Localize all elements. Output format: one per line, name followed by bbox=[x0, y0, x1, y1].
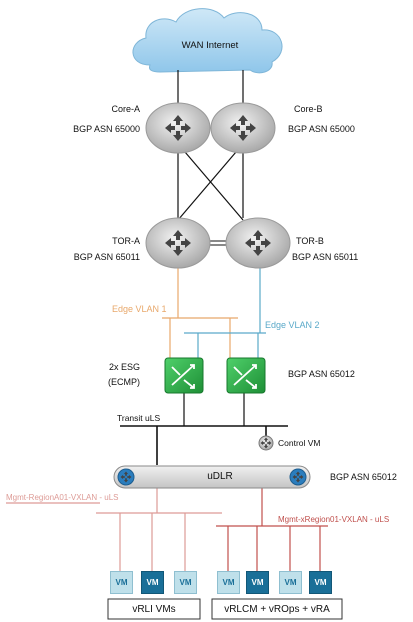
core-b-name: Core-B bbox=[294, 104, 323, 114]
tor-a-asn: BGP ASN 65011 bbox=[73, 252, 140, 262]
vm-icon: VM bbox=[279, 571, 302, 594]
tor-a-name: TOR-A bbox=[112, 236, 140, 246]
transit-uls-label: Transit uLS bbox=[117, 413, 161, 423]
esg-label-line1: 2x ESG bbox=[108, 362, 140, 372]
control-vm-icon bbox=[258, 435, 274, 451]
core-b-asn: BGP ASN 65000 bbox=[288, 124, 355, 134]
vm-icon: VM bbox=[174, 571, 197, 594]
control-vm-label: Control VM bbox=[278, 438, 321, 448]
tor-b-name: TOR-B bbox=[296, 236, 324, 246]
edge-vlan2-label: Edge VLAN 2 bbox=[265, 320, 320, 330]
vm-icon: VM bbox=[217, 571, 240, 594]
esg-asn: BGP ASN 65012 bbox=[288, 369, 355, 379]
vrli-group-box bbox=[107, 598, 201, 620]
links-wan-core bbox=[177, 70, 244, 105]
core-a-name: Core-A bbox=[111, 104, 140, 114]
router-tor-a bbox=[145, 217, 211, 269]
transit-uls-line bbox=[120, 425, 288, 465]
vrlcm-group-label: vRLCM + vROps + vRA bbox=[224, 604, 330, 615]
vm-icon: VM bbox=[110, 571, 133, 594]
links-esg-transit bbox=[183, 393, 245, 426]
esg-label-line2: (ECMP) bbox=[108, 377, 140, 387]
esg-appliance-2 bbox=[226, 357, 266, 394]
router-core-b bbox=[210, 102, 276, 154]
router-tor-b bbox=[225, 217, 291, 269]
core-a-asn: BGP ASN 65000 bbox=[73, 124, 140, 134]
vrlcm-group-box bbox=[211, 598, 343, 620]
wan-cloud bbox=[132, 8, 283, 74]
mgmt-xregion01-label: Mgmt-xRegion01-VXLAN - uLS bbox=[278, 515, 390, 524]
mgmt-xregion01-network bbox=[216, 525, 328, 571]
wan-internet-label: WAN Internet bbox=[181, 40, 239, 51]
edge-vlan1-label: Edge VLAN 1 bbox=[112, 304, 167, 314]
mgmt-regiona01-network bbox=[6, 502, 222, 571]
udlr-asn: BGP ASN 65012 bbox=[330, 472, 397, 482]
router-core-a bbox=[145, 102, 211, 154]
links-core-tor bbox=[177, 150, 244, 221]
edge-vlan1-links bbox=[162, 265, 238, 358]
vm-icon: VM bbox=[141, 571, 164, 594]
esg-appliance-1 bbox=[164, 357, 204, 394]
tor-b-asn: BGP ASN 65011 bbox=[292, 252, 359, 262]
vm-icon: VM bbox=[246, 571, 269, 594]
udlr-label: uDLR bbox=[207, 471, 233, 482]
udlr-bar bbox=[113, 465, 311, 489]
links-udlr-mgmt bbox=[156, 488, 263, 526]
vrli-group-label: vRLI VMs bbox=[132, 604, 176, 615]
vm-icon: VM bbox=[309, 571, 332, 594]
mgmt-regiona01-label: Mgmt-RegionA01-VXLAN - uLS bbox=[6, 493, 119, 502]
edge-vlan2-links bbox=[184, 265, 266, 358]
